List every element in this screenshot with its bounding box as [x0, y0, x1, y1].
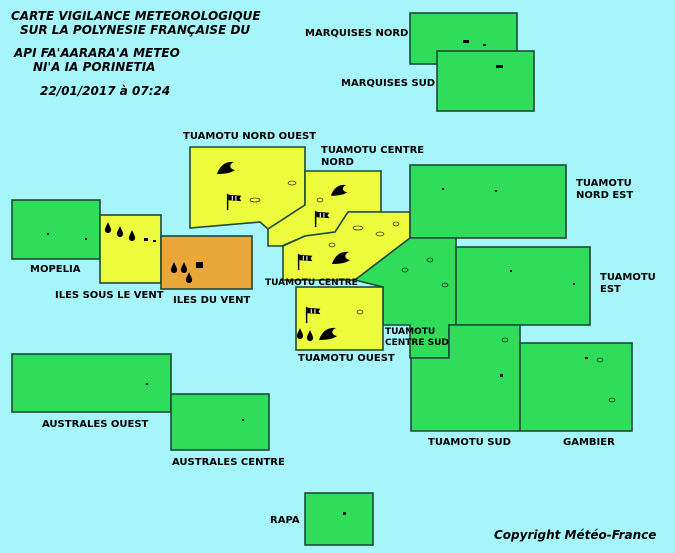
zone-australes-centre[interactable]: [170, 393, 270, 451]
zone-iles-du-vent[interactable]: [160, 235, 253, 290]
label-tuamotu-sud: TUAMOTU SUD: [428, 437, 511, 448]
zone-marquises-sud[interactable]: [436, 50, 535, 112]
label-australes-ouest: AUSTRALES OUEST: [42, 419, 149, 430]
zone-rapa[interactable]: [304, 492, 374, 546]
label-rapa: RAPA: [270, 515, 300, 526]
map-datetime: 22/01/2017 à 07:24: [40, 84, 171, 98]
label-marquises-nord: MARQUISES NORD: [305, 28, 409, 39]
label-tuamotu-ouest: TUAMOTU OUEST: [298, 353, 395, 364]
map-title-line1: CARTE VIGILANCE METEOROLOGIQUE: [11, 9, 261, 23]
zone-iles-sous-le-vent[interactable]: [99, 214, 162, 284]
zone-mopelia[interactable]: [11, 199, 101, 260]
zone-tuamotu-sud[interactable]: [410, 324, 521, 432]
zone-australes-ouest[interactable]: [11, 353, 172, 413]
label-iles-du-vent: ILES DU VENT: [173, 295, 251, 306]
label-iles-sous-le-vent: ILES SOUS LE VENT: [55, 290, 164, 301]
map-title-line3: API FA'AARARA'A METEO: [14, 46, 180, 60]
label-gambier: GAMBIER: [563, 437, 615, 448]
label-mopelia: MOPELIA: [30, 264, 81, 275]
atoll-outlines: [249, 180, 616, 403]
zone-tuamotu-est[interactable]: [455, 246, 591, 326]
zone-gambier[interactable]: [519, 342, 633, 432]
islands: [47, 40, 588, 515]
label-marquises-sud: MARQUISES SUD: [341, 78, 436, 89]
map-title-line2: SUR LA POLYNESIE FRANÇAISE DU: [20, 23, 251, 37]
label-australes-centre: AUSTRALES CENTRE: [172, 457, 285, 468]
map-title-line4: NI'A IA PORINETIA: [33, 60, 156, 74]
label-tuamotu-centre: TUAMOTU CENTRE: [265, 278, 358, 288]
zone-tuamotu-nord-est[interactable]: [409, 164, 567, 239]
copyright: Copyright Météo-France: [494, 528, 657, 542]
label-tuamotu-nord-ouest: TUAMOTU NORD OUEST: [183, 131, 317, 142]
